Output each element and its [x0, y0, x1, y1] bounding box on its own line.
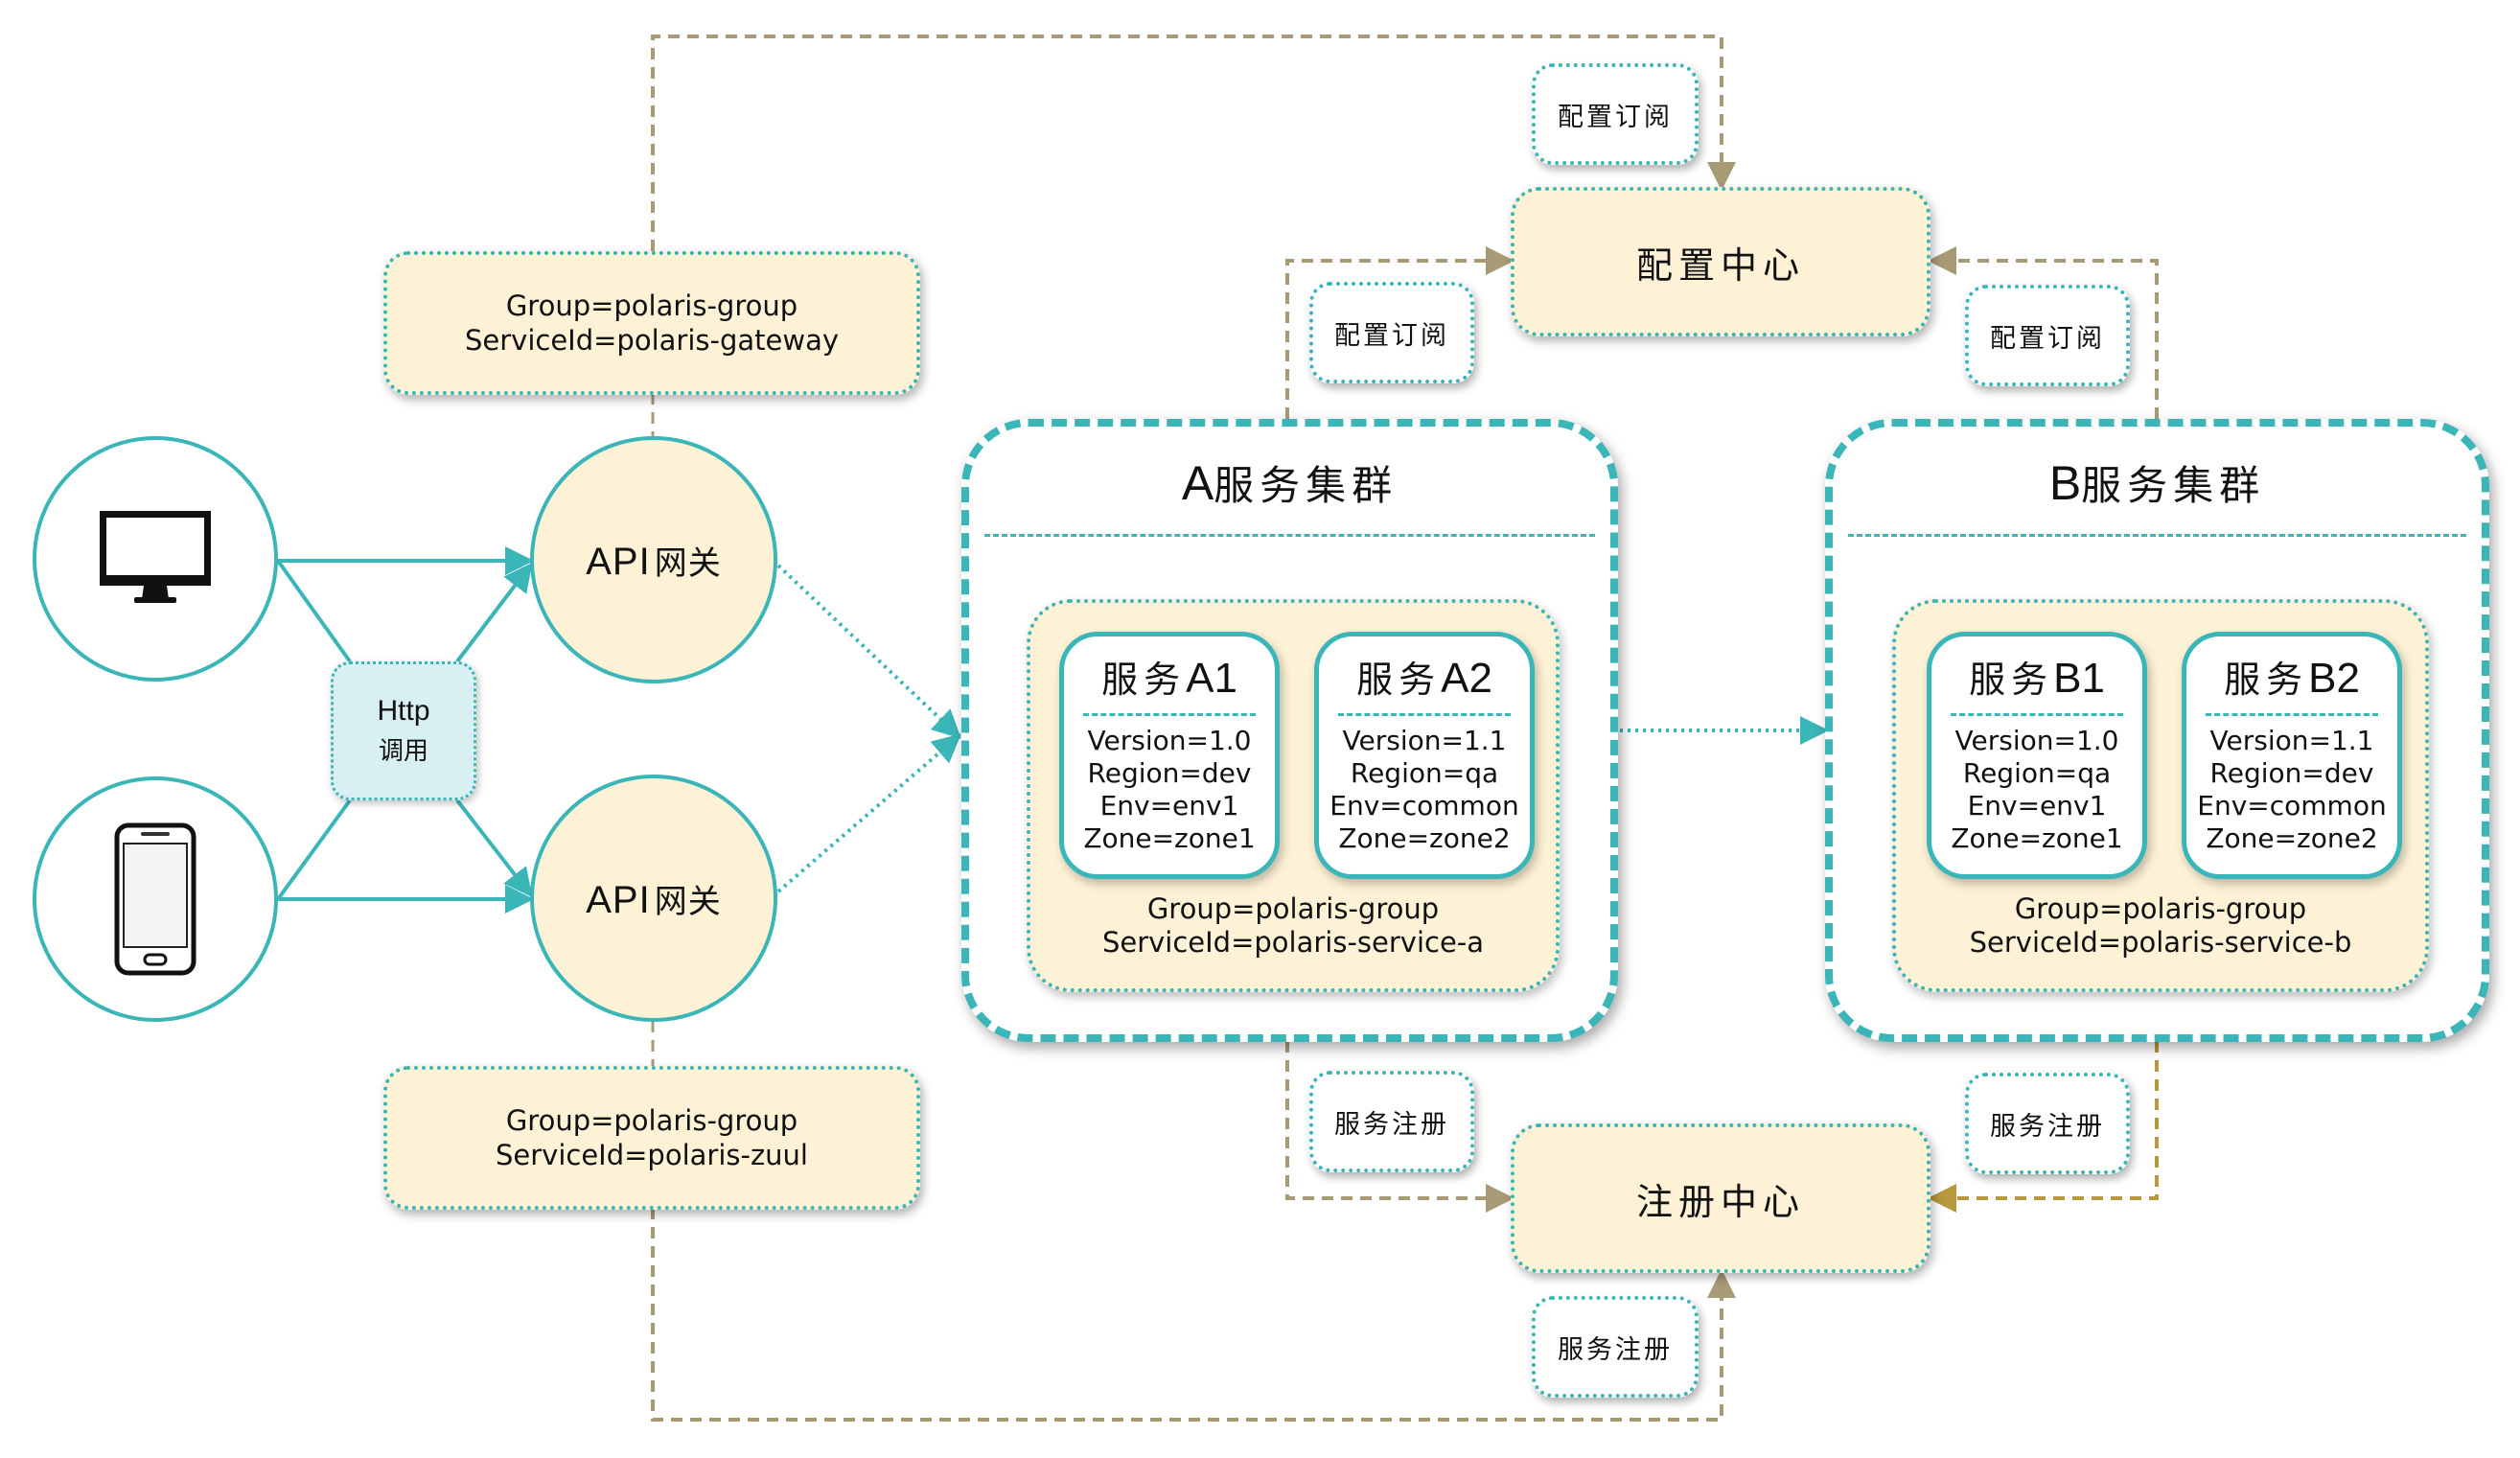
gateway-info-top: Group=polaris-group ServiceId=polaris-ga…: [383, 251, 920, 395]
edge-http-gateway1: [455, 562, 533, 663]
edge-gateway1-cluster-a: [776, 564, 961, 739]
cluster-b-divider: [1848, 534, 2466, 537]
service-b2-title: 服务B2: [2224, 655, 2360, 702]
service-a2[interactable]: 服务A2 Version=1.1 Region=qa Env=common Zo…: [1314, 632, 1535, 879]
registry-center[interactable]: 注册中心: [1511, 1123, 1930, 1273]
config-center-label: 配置中心: [1635, 243, 1805, 287]
service-b1-title: 服务B1: [1969, 655, 2105, 702]
cluster-b-group-text: Group=polaris-group ServiceId=polaris-se…: [1969, 892, 2352, 959]
http-call-label: Http: [377, 695, 430, 727]
gateway-info-top-group: Group=polaris-group: [505, 289, 798, 322]
gateway-info-bottom: Group=polaris-group ServiceId=polaris-zu…: [383, 1066, 920, 1210]
desktop-client: [33, 436, 278, 682]
edge-gateway2-cluster-a: [776, 733, 962, 893]
cluster-a: A服务集群 服务A1 Version=1.0 Region=dev Env=en…: [961, 419, 1618, 1042]
gateway-info-top-service-id: ServiceId=polaris-gateway: [464, 324, 839, 357]
cluster-b-group: 服务B1 Version=1.0 Region=qa Env=env1 Zone…: [1892, 599, 2429, 992]
service-register-tag-left: 服务注册: [1309, 1071, 1474, 1172]
mobile-client: [33, 776, 278, 1022]
cluster-b: B服务集群 服务B1 Version=1.0 Region=qa Env=env…: [1825, 419, 2489, 1042]
service-register-tag-right: 服务注册: [1965, 1073, 2130, 1174]
mobile-phone-icon: [114, 822, 197, 976]
service-b1[interactable]: 服务B1 Version=1.0 Region=qa Env=env1 Zone…: [1927, 632, 2147, 879]
service-register-tag-bottom: 服务注册: [1532, 1296, 1699, 1398]
gateway-info-bottom-service-id: ServiceId=polaris-zuul: [495, 1139, 808, 1171]
cluster-a-group: 服务A1 Version=1.0 Region=dev Env=env1 Zon…: [1027, 599, 1560, 992]
service-b2-props: Version=1.1 Region=dev Env=common Zone=z…: [2197, 725, 2387, 854]
edge-http-gateway2: [455, 798, 533, 898]
service-a1-props: Version=1.0 Region=dev Env=env1 Zone=zon…: [1083, 725, 1256, 854]
cluster-a-divider: [984, 534, 1595, 537]
service-a1[interactable]: 服务A1 Version=1.0 Region=dev Env=env1 Zon…: [1059, 632, 1280, 879]
service-b1-props: Version=1.0 Region=qa Env=env1 Zone=zone…: [1951, 725, 2123, 854]
config-subscribe-tag-top: 配置订阅: [1532, 63, 1699, 165]
service-a2-props: Version=1.1 Region=qa Env=common Zone=zo…: [1329, 725, 1519, 854]
service-b2[interactable]: 服务B2 Version=1.1 Region=dev Env=common Z…: [2182, 632, 2402, 879]
registry-center-label: 注册中心: [1635, 1180, 1805, 1223]
service-a1-title: 服务A1: [1101, 655, 1237, 702]
config-subscribe-tag-left: 配置订阅: [1309, 282, 1474, 383]
gateway-info-bottom-group: Group=polaris-group: [505, 1104, 798, 1137]
edge-phone-http: [276, 798, 352, 901]
cluster-a-title: A服务集群: [1181, 456, 1399, 510]
service-a2-title: 服务A2: [1356, 655, 1492, 702]
http-call-sublabel: 调用: [378, 737, 428, 766]
edge-desktop-http: [276, 559, 352, 663]
config-subscribe-tag-right: 配置订阅: [1965, 285, 2130, 386]
desktop-monitor-icon: [98, 509, 213, 609]
http-call-box: Http 调用: [331, 661, 476, 800]
cluster-a-group-text: Group=polaris-group ServiceId=polaris-se…: [1101, 892, 1485, 959]
config-center[interactable]: 配置中心: [1511, 187, 1930, 336]
cluster-b-title: B服务集群: [2048, 456, 2266, 510]
